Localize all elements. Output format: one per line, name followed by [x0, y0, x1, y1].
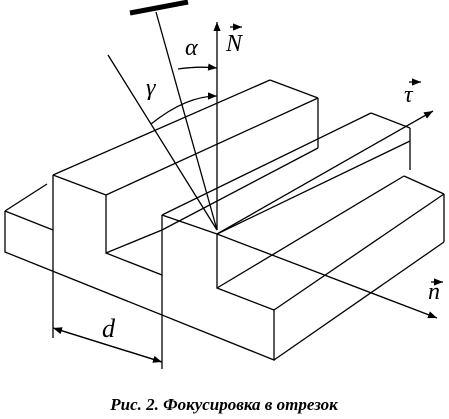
angle-gamma-arc — [150, 92, 218, 125]
figure-caption: Рис. 2. Фокусировка в отрезок — [109, 395, 338, 414]
angle-alpha-arc — [177, 63, 218, 71]
label-N: N — [225, 31, 244, 57]
label-gamma: γ — [146, 75, 156, 101]
normal-vector-n — [216, 233, 438, 319]
label-n: n — [428, 279, 440, 305]
dimension-d — [52, 230, 163, 369]
label-tau: τ — [404, 82, 414, 108]
label-alpha: α — [185, 35, 198, 61]
screen-bar — [129, 0, 189, 16]
grating-block — [4, 79, 445, 361]
tangent-vector-tau — [216, 110, 434, 235]
label-d: d — [102, 314, 116, 343]
ray-incident — [107, 54, 218, 231]
rays — [107, 11, 218, 231]
